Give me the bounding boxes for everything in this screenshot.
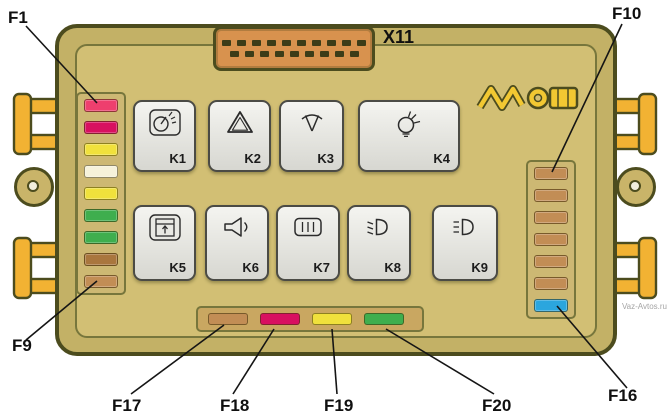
connector-pin	[334, 51, 344, 57]
fuse-f9	[84, 275, 118, 288]
fuse-f11	[534, 189, 568, 202]
fuse-f1	[84, 99, 118, 112]
relay-k7: K7	[276, 205, 340, 281]
connector-pin	[244, 51, 254, 57]
connector-pin	[342, 40, 351, 46]
relay-k3: K3	[279, 100, 344, 172]
fuse-f4	[84, 165, 118, 178]
fuse-f15	[534, 277, 568, 290]
callout-f16: F16	[608, 386, 638, 405]
relay-k4: K4	[358, 100, 460, 172]
connector-x11	[213, 26, 375, 71]
relay-label-k8: K8	[384, 260, 401, 275]
fuse-f12	[534, 211, 568, 224]
callout-f10: F10	[612, 4, 642, 23]
relay-k2: K2	[208, 100, 271, 172]
callout-f18: F18	[220, 396, 250, 415]
connector-pin	[267, 40, 276, 46]
callout-f9: F9	[12, 336, 32, 355]
mount-ear-left	[14, 167, 54, 207]
lamp-check-icon	[397, 111, 421, 137]
fuse-f14	[534, 255, 568, 268]
horn-icon	[224, 217, 248, 237]
power-window-icon	[148, 214, 181, 241]
fuse-column-right	[526, 160, 576, 319]
fuse-f5	[84, 187, 118, 200]
fuse-f13	[534, 233, 568, 246]
connector-pin	[312, 40, 321, 46]
connector-label-x11: X11	[383, 27, 415, 47]
connector-pin	[357, 40, 366, 46]
mount-hole-left	[27, 180, 39, 192]
callout-f17: F17	[112, 396, 142, 415]
low-beam-icon	[367, 218, 388, 236]
connector-pins-row-top	[216, 40, 372, 46]
cable-clip-icon	[476, 85, 579, 111]
fuse-f6	[84, 209, 118, 222]
connector-pin	[222, 40, 231, 46]
relay-k6: K6	[205, 205, 269, 281]
relay-label-k2: K2	[244, 151, 261, 166]
fuse-strip-bottom	[196, 306, 424, 332]
connector-pin	[282, 40, 291, 46]
high-beam-icon	[453, 218, 474, 236]
connector-pin	[259, 51, 269, 57]
fuse-box-body	[55, 24, 617, 356]
relay-label-k1: K1	[169, 151, 186, 166]
fuse-f16	[534, 299, 568, 312]
fuse-f10	[534, 167, 568, 180]
windshield-wiper-icon	[301, 114, 322, 132]
callout-f20: F20	[482, 396, 512, 415]
mount-ear-right	[616, 167, 656, 207]
fuse-f18	[260, 313, 300, 325]
connector-pin	[319, 51, 329, 57]
watermark: Vaz-Avtos.ru	[621, 302, 667, 311]
relay-label-k5: K5	[169, 260, 186, 275]
connector-pin	[297, 40, 306, 46]
wiper-washer-icon	[148, 109, 181, 136]
fuse-f2	[84, 121, 118, 134]
mount-hole-right	[629, 180, 641, 192]
connector-pin	[274, 51, 284, 57]
relay-k5: K5	[133, 205, 196, 281]
fuse-f8	[84, 253, 118, 266]
hazard-warning-icon	[226, 111, 253, 133]
relay-label-k7: K7	[313, 260, 330, 275]
callout-f19: F19	[324, 396, 354, 415]
fuse-f19	[312, 313, 352, 325]
relay-label-k9: K9	[471, 260, 488, 275]
callout-f1: F1	[8, 8, 28, 27]
relay-label-k6: K6	[242, 260, 259, 275]
relay-label-k4: K4	[433, 151, 450, 166]
connector-pin	[327, 40, 336, 46]
connector-pin	[252, 40, 261, 46]
fuse-f3	[84, 143, 118, 156]
connector-pin	[289, 51, 299, 57]
rear-defogger-icon	[294, 217, 322, 237]
relay-k8: K8	[347, 205, 411, 281]
connector-pins-row-bottom	[216, 51, 372, 57]
relay-label-k3: K3	[317, 151, 334, 166]
fuse-f17	[208, 313, 248, 325]
connector-pin	[237, 40, 246, 46]
fuse-f20	[364, 313, 404, 325]
connector-pin	[229, 51, 239, 57]
connector-pin	[349, 51, 359, 57]
relay-k9: K9	[432, 205, 498, 281]
connector-pin	[304, 51, 314, 57]
fuse-column-left	[76, 92, 126, 295]
relay-k1: K1	[133, 100, 196, 172]
fuse-f7	[84, 231, 118, 244]
